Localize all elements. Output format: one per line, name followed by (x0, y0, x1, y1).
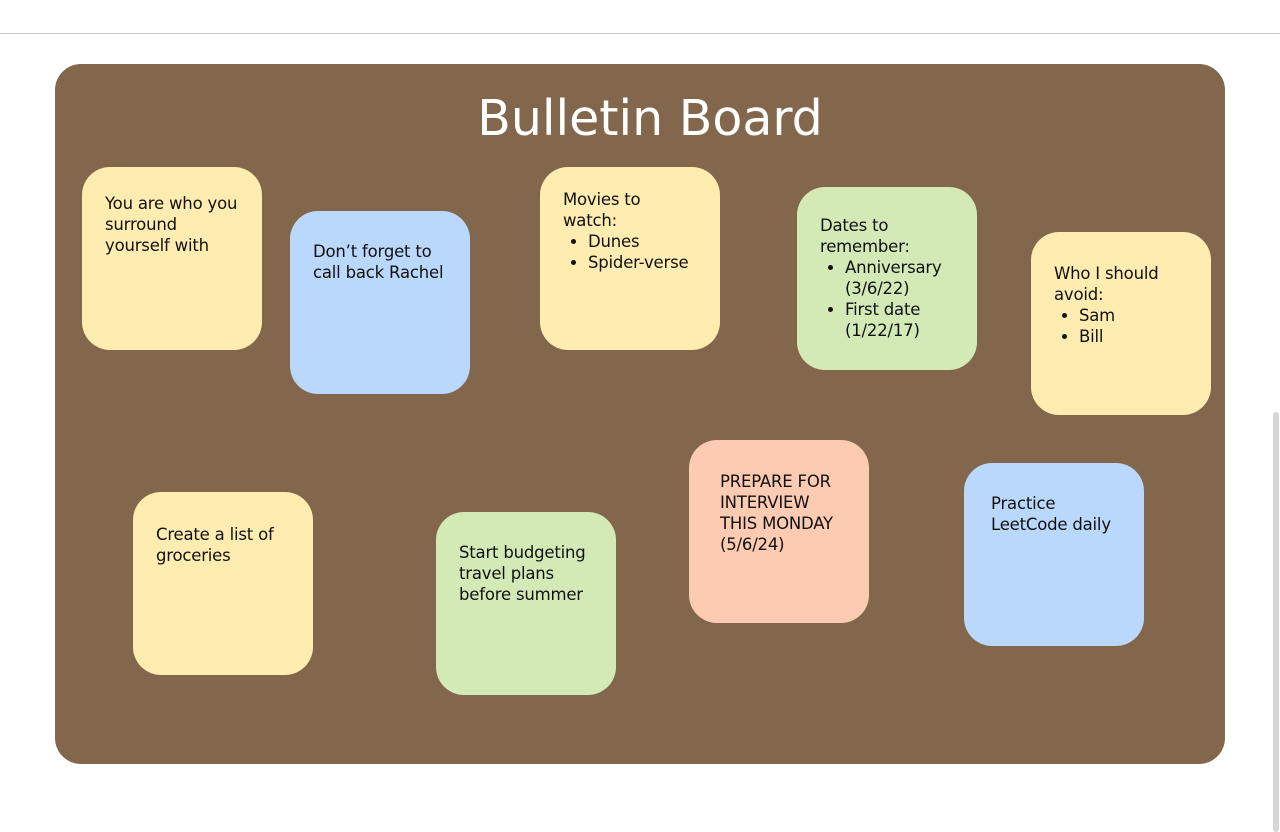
sticky-note-call-rachel[interactable]: Don’t forget to call back Rachel (290, 211, 470, 394)
sticky-note-leetcode[interactable]: Practice LeetCode daily (964, 463, 1144, 646)
sticky-note-budgeting[interactable]: Start budgeting travel plans before summ… (436, 512, 616, 695)
board-title: Bulletin Board (477, 90, 823, 147)
note-text: Don’t forget to call back Rachel (313, 242, 444, 282)
sticky-note-movies[interactable]: Movies to watch: Dunes Spider-verse (540, 167, 720, 350)
note-heading: Dates to remember: (820, 216, 910, 256)
sticky-note-interview[interactable]: PREPARE FOR INTERVIEW THIS MONDAY (5/6/2… (689, 440, 869, 623)
list-item: Anniversary (3/6/22) (845, 257, 955, 299)
list-item: Sam (1079, 305, 1191, 326)
note-heading: Movies to watch: (563, 190, 641, 230)
note-text: Create a list of groceries (156, 525, 274, 565)
sticky-note-avoid[interactable]: Who I should avoid: Sam Bill (1031, 232, 1211, 415)
avoid-list: Sam Bill (1054, 305, 1191, 347)
note-text: PREPARE FOR INTERVIEW THIS MONDAY (5/6/2… (720, 472, 833, 554)
dates-list: Anniversary (3/6/22) First date (1/22/17… (820, 257, 955, 341)
list-item: First date (1/22/17) (845, 299, 955, 341)
note-text: Practice LeetCode daily (991, 494, 1111, 534)
list-item: Dunes (588, 231, 700, 252)
vertical-scrollbar[interactable] (1273, 412, 1279, 832)
note-text: Start budgeting travel plans before summ… (459, 543, 586, 604)
sticky-note-groceries[interactable]: Create a list of groceries (133, 492, 313, 675)
note-heading: Who I should avoid: (1054, 264, 1159, 304)
top-divider (0, 33, 1280, 34)
sticky-note-quote[interactable]: You are who you surround yourself with (82, 167, 262, 350)
sticky-note-dates[interactable]: Dates to remember: Anniversary (3/6/22) … (797, 187, 977, 370)
movie-list: Dunes Spider-verse (563, 231, 700, 273)
note-text: You are who you surround yourself with (105, 194, 238, 255)
list-item: Bill (1079, 326, 1191, 347)
list-item: Spider-verse (588, 252, 700, 273)
